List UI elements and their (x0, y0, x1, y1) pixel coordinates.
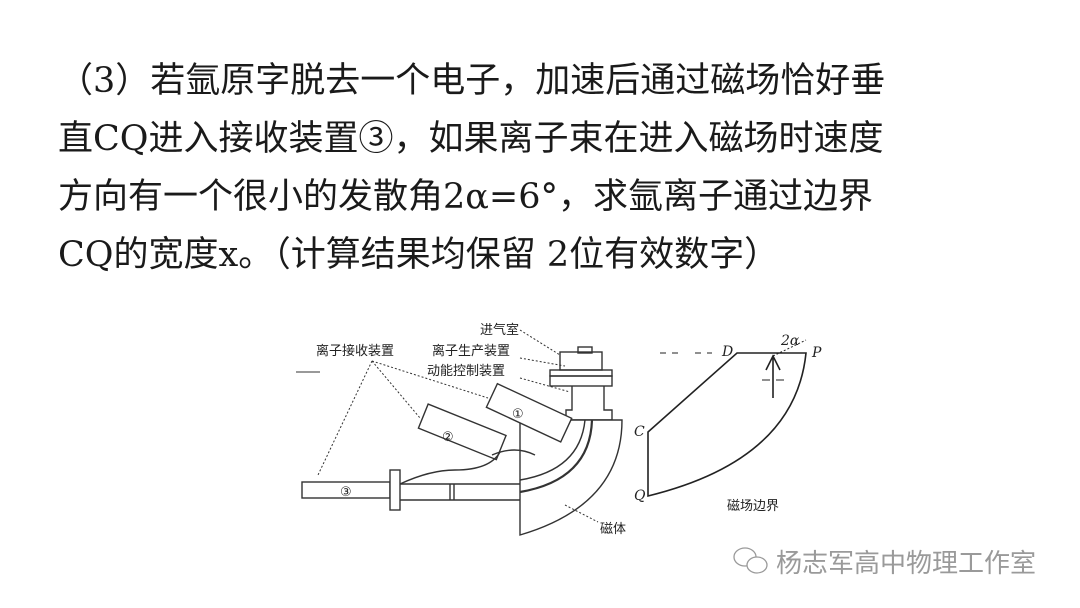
apparatus-diagram (296, 329, 623, 536)
field-boundary-diagram (647, 339, 807, 498)
label-energy-control: 动能控制装置 (427, 364, 505, 379)
label-receiver-2: ② (442, 430, 454, 445)
label-ion-generator: 离子生产装置 (432, 343, 510, 359)
label-magnet: 磁体 (600, 522, 626, 537)
field-boundary-caption: 磁场边界 (727, 499, 779, 514)
point-C: C (634, 424, 645, 440)
point-D: D (721, 344, 733, 360)
question-line: 直CQ进入接收装置③，如果离子束在进入磁场时速度 (58, 119, 884, 159)
label-ion-receiver: 离子接收装置 (316, 343, 394, 359)
label-receiver-3: ③ (340, 485, 352, 500)
point-P: P (811, 345, 822, 361)
label-intake-chamber: 进气室 (480, 322, 519, 338)
question-line: 方向有一个很小的发散角2α=6°，求氩离子通过边界 (58, 177, 873, 217)
point-Q: Q (634, 488, 646, 504)
wechat-icon (733, 547, 768, 574)
watermark-text: 杨志军高中物理工作室 (776, 549, 1036, 579)
question-line: （3）若氩原字脱去一个电子，加速后通过磁场恰好垂 (58, 61, 886, 101)
question-line: CQ的宽度x。（计算结果均保留 2位有效数字） (58, 235, 780, 275)
angle-label: 2α (780, 333, 800, 349)
question-text: （3）若氩原字脱去一个电子，加速后通过磁场恰好垂 直CQ进入接收装置③，如果离子… (58, 52, 1038, 284)
label-receiver-1: ① (512, 407, 524, 422)
